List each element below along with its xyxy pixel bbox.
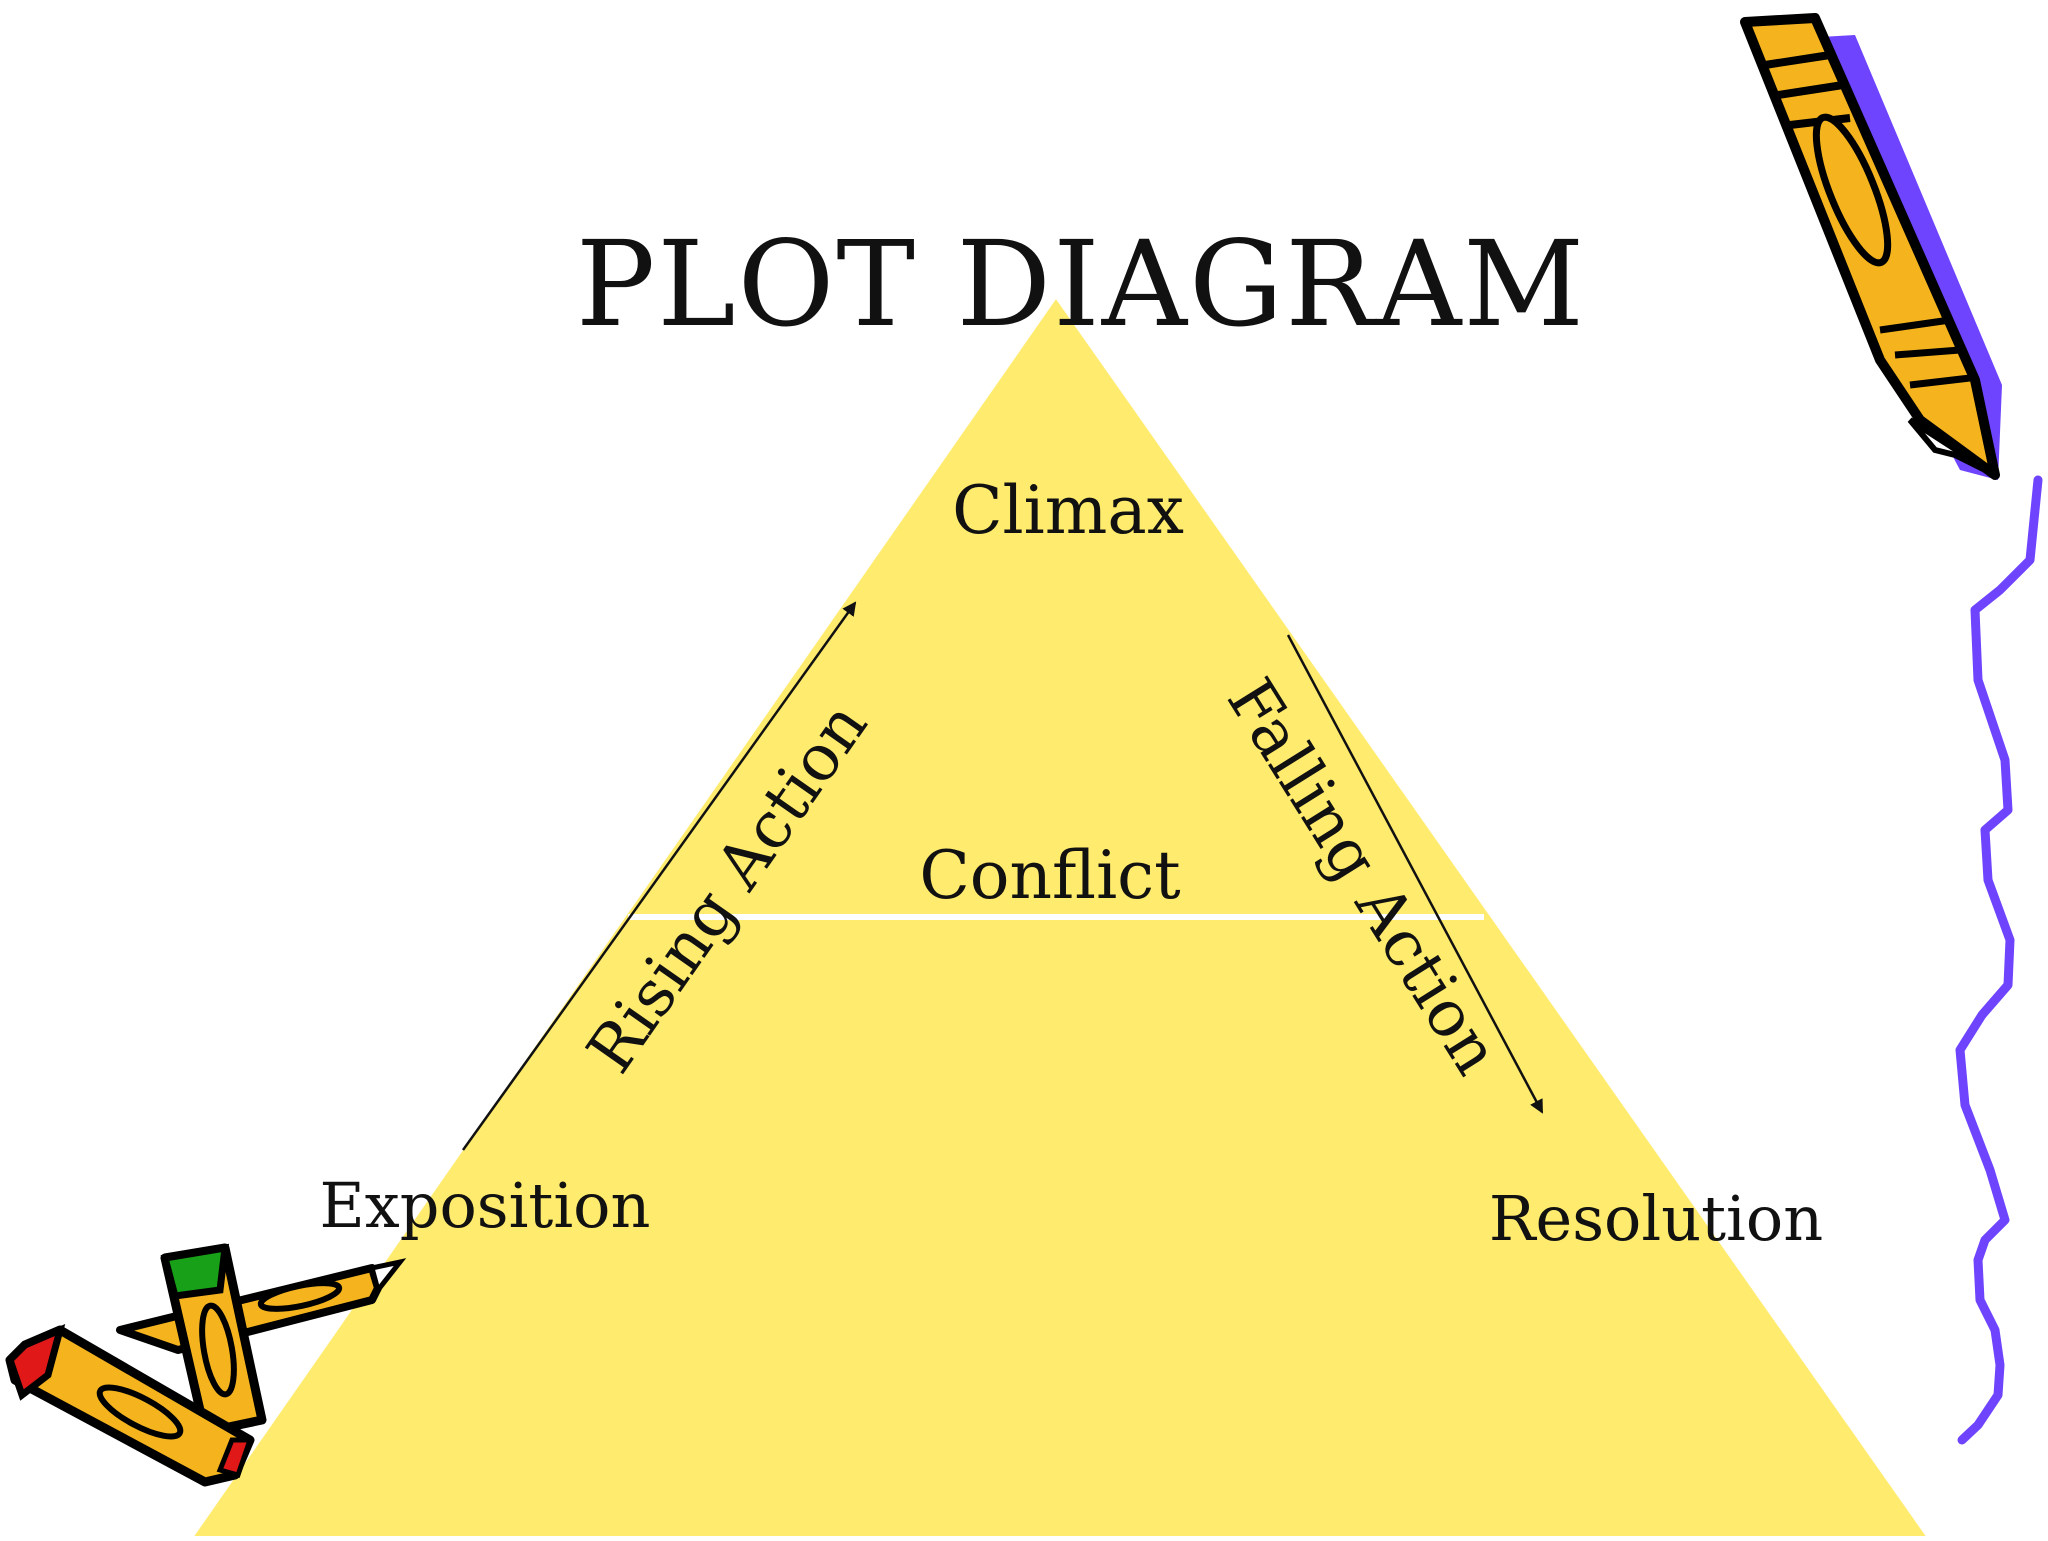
exposition-label: Exposition <box>320 1169 651 1242</box>
climax-label: Climax <box>952 472 1184 549</box>
resolution-label: Resolution <box>1489 1182 1823 1255</box>
squiggle-line-icon <box>1955 475 2043 1445</box>
pencils-bundle-icon <box>5 1243 407 1487</box>
pencil-icon <box>1740 13 2002 480</box>
arrow-up-right-icon <box>461 601 857 1151</box>
conflict-label: Conflict <box>919 837 1180 914</box>
arrow-down-right-icon <box>1286 634 1544 1114</box>
squiggle-highlight <box>1967 484 2047 1447</box>
page-title: PLOT DIAGRAM <box>576 215 1586 353</box>
